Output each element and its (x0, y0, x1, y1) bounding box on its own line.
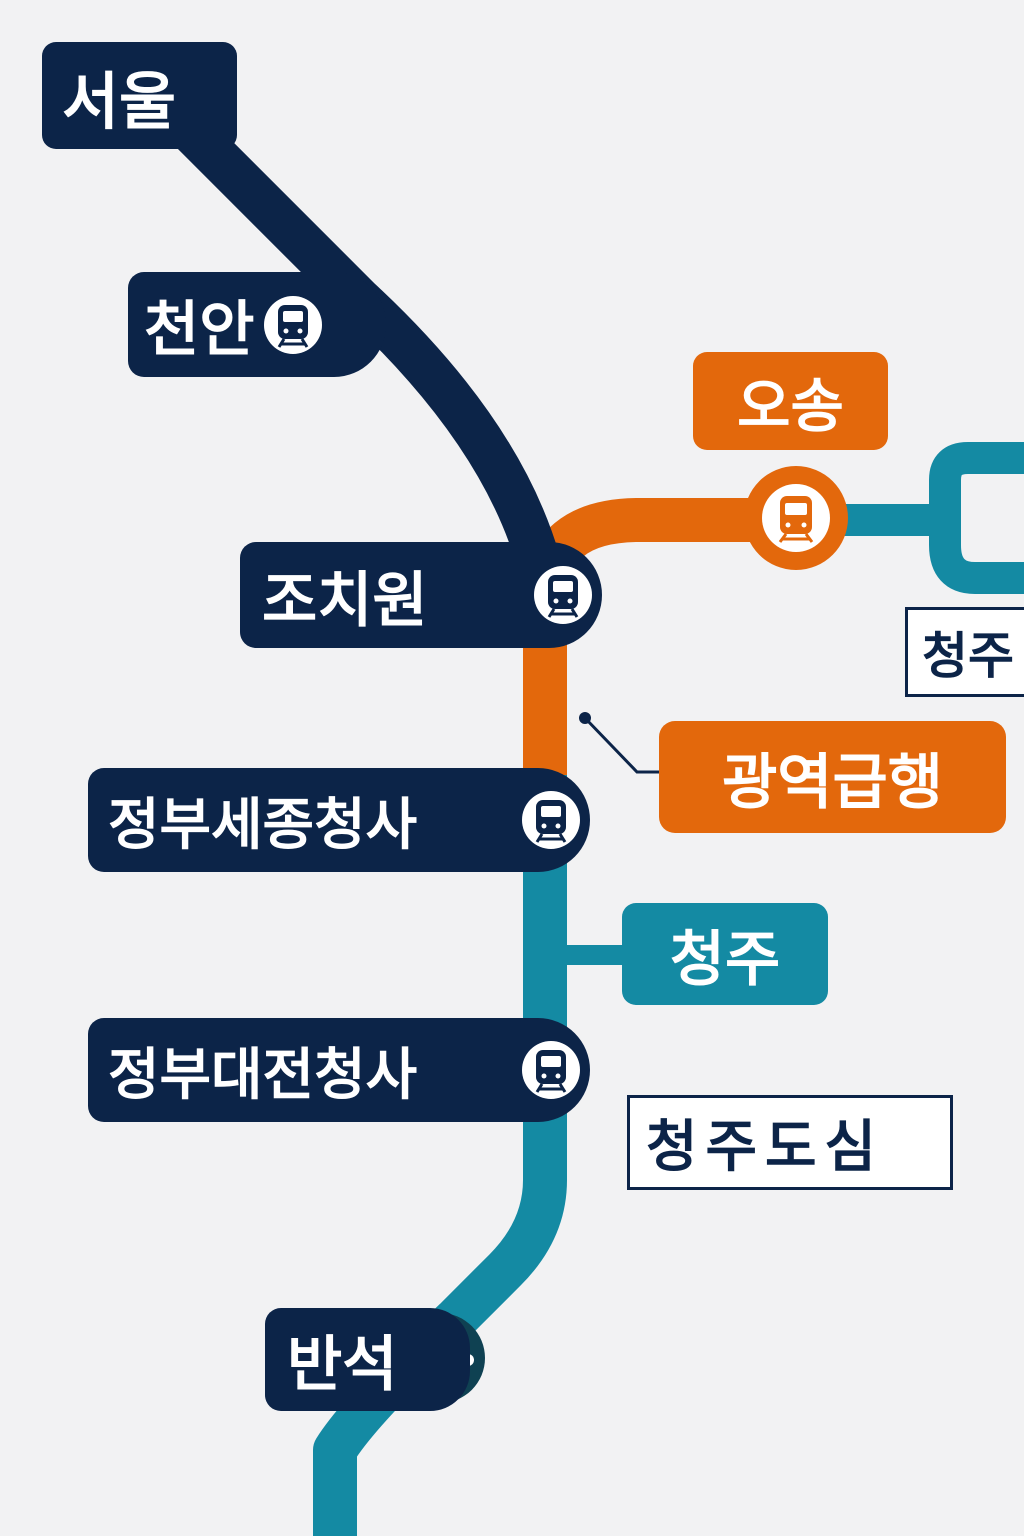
station-seoul[interactable]: 서울 (42, 42, 237, 149)
label-cheongju-downtown[interactable]: 청주도심 (627, 1095, 953, 1190)
station-label: 반석 (287, 1330, 398, 1400)
train-icon (534, 566, 592, 624)
teal-line-east (800, 442, 1024, 594)
station-sejong[interactable]: 정부세종청사 (88, 768, 590, 872)
train-icon (522, 791, 580, 849)
express-label: 광역급행 (722, 747, 943, 818)
label-osong[interactable]: 오송 (693, 352, 888, 450)
station-label: 서울 (62, 64, 177, 138)
train-icon (522, 1041, 580, 1099)
station-jochiwon[interactable]: 조치원 (240, 542, 602, 648)
label-express[interactable]: 광역급행 (659, 721, 1006, 833)
express-callout-line (583, 716, 662, 774)
osong-label: 오송 (737, 372, 844, 440)
label-cheongju[interactable]: 청주 (622, 903, 828, 1005)
express-callout-dot (579, 712, 591, 724)
station-banseok[interactable]: 반석 (265, 1308, 470, 1411)
cheongju-label: 청주 (669, 924, 781, 995)
train-icon (264, 295, 323, 354)
station-label: 정부세종청사 (108, 792, 418, 858)
cheongju-right-label: 청주 (922, 627, 1014, 685)
station-label: 천안 (144, 295, 255, 365)
train-icon (778, 496, 814, 543)
station-label: 조치원 (262, 565, 428, 636)
cheongju-downtown-label: 청주도심 (646, 1115, 885, 1180)
station-daejeon[interactable]: 정부대전청사 (88, 1018, 590, 1122)
label-cheongju-right[interactable]: 청주 (905, 607, 1024, 697)
station-label: 정부대전청사 (108, 1042, 418, 1108)
station-cheonan[interactable]: 천안 (128, 272, 386, 377)
